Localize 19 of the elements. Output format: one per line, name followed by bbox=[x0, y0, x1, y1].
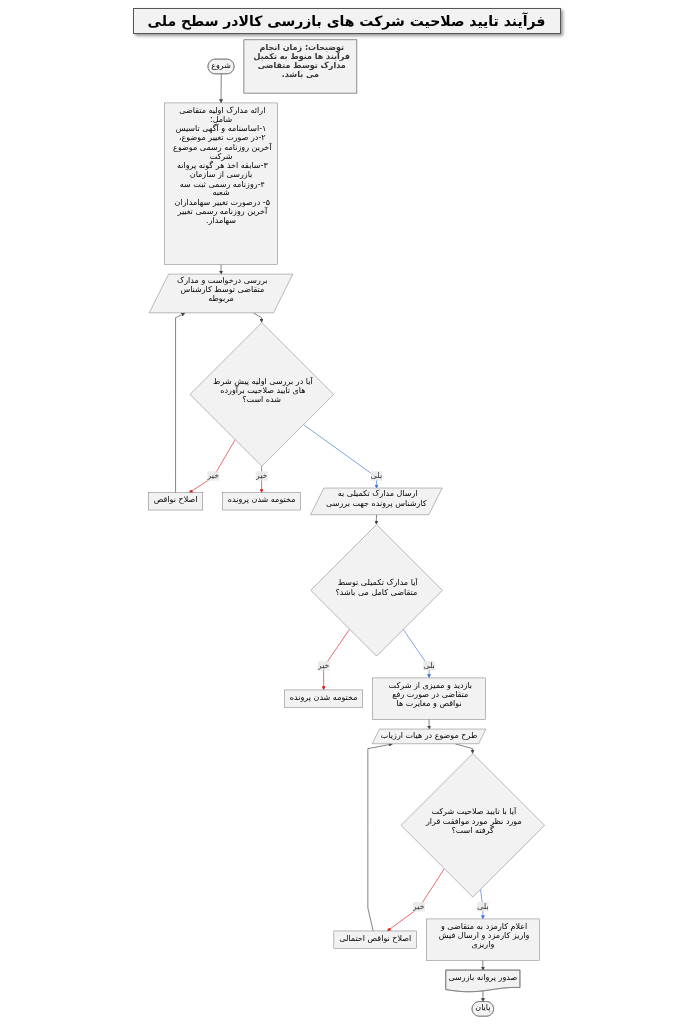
node-box: اعلام کارمزد به متقاضی و واریز کارمزد و ارسال فیش واریزی bbox=[426, 918, 540, 961]
edge-label: خیر bbox=[412, 901, 425, 911]
node-box: مختومه شدن پرونده bbox=[284, 689, 363, 708]
node-box: توضیحات: زمان انجام فرآیند ها منوط به تکمیل مدارک توسط متقاضی می باشد. bbox=[243, 39, 358, 94]
node-diamond: آیا در بررسی اولیه پیش شرط های تایید صلاحیت برآورده شده است؟ bbox=[189, 322, 334, 467]
node-box: بازدید و ممیزی از شرکت متقاضی در صورت رفع نواقص و مغایرت ها bbox=[372, 677, 486, 720]
node-diamond: آیا با تایید صلاحیت شرکت مورد نظر مورد موافقت قرار گرفته است؟ bbox=[400, 753, 545, 898]
node-diamond: آیا مدارک تکمیلی توسط متقاضی کامل می باشد؟ bbox=[310, 524, 443, 657]
edge-label: بلی bbox=[370, 470, 383, 481]
edge-label: خیر bbox=[207, 470, 220, 481]
node-box: ارائه مدارک اولیه متقاضی شامل: ۱-اساسنامه و آگهی تاسیس ۲-در صورت تغییر موضوع، آخرین روزنامه رسمی موضوع شرکت ۳-سابقه اخذ هر گونه پروانه بازرسی از سازمان ۴-روزنامه رسمی ثبت سه شعبه ۵- درصورت تغییر سهامداران آخرین روزنامه رسمی تغییر سهامدار. bbox=[164, 102, 278, 265]
title-box: فرآیند تایید صلاحیت شرکت های بازرسی کالادر سطح ملی bbox=[132, 8, 561, 34]
node-box: اصلاح نواقص احتمالی bbox=[333, 930, 417, 949]
edge-label: خیر bbox=[317, 660, 330, 670]
edge-label: خیر bbox=[255, 470, 268, 481]
edge-label: بلی bbox=[477, 901, 489, 911]
node-box: اصلاح نواقص bbox=[148, 492, 203, 511]
node-box: مختومه شدن پرونده bbox=[222, 492, 301, 511]
edge-label: بلی bbox=[423, 660, 435, 670]
